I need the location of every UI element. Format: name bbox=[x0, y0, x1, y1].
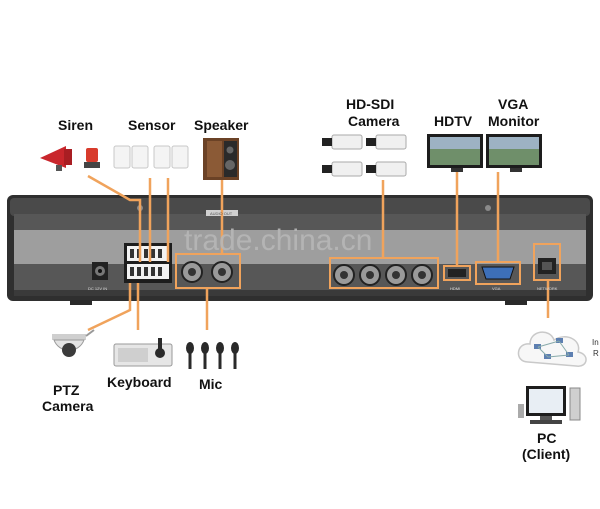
sensor-label: Sensor bbox=[128, 117, 176, 133]
vga-label: VGA bbox=[492, 286, 501, 291]
terminal-block bbox=[124, 243, 172, 283]
ptz-camera-icon bbox=[52, 329, 95, 357]
siren-icon bbox=[40, 146, 72, 171]
pc-label-line1: PC bbox=[537, 430, 557, 446]
hdsdi-camera-icon bbox=[322, 134, 407, 177]
mic-label: Mic bbox=[199, 376, 223, 392]
internet-label-partial-1: In bbox=[592, 338, 599, 347]
speaker-label: Speaker bbox=[194, 117, 249, 133]
vga-monitor-label-line2: Monitor bbox=[488, 113, 540, 129]
hdsdi-camera-label-line1: HD-SDI bbox=[346, 96, 395, 112]
hdsdi-camera-label-line2: Camera bbox=[348, 113, 400, 129]
pc-label-line2: (Client) bbox=[522, 446, 571, 462]
vga-monitor-icon bbox=[486, 134, 542, 172]
watermark: trade.china.cn bbox=[184, 224, 373, 257]
internet-cloud-icon bbox=[517, 331, 587, 367]
ptz-keyboard-icon bbox=[113, 338, 173, 367]
pc-client-icon bbox=[518, 386, 581, 424]
mic-icon bbox=[186, 342, 239, 369]
vga-monitor-label-line1: VGA bbox=[498, 96, 529, 112]
hdtv-label: HDTV bbox=[434, 113, 473, 129]
speaker-icon bbox=[203, 138, 239, 180]
dc-power-port bbox=[92, 262, 108, 280]
audio-out-label: AUDIO OUT bbox=[210, 211, 233, 216]
sensor-icon bbox=[113, 145, 189, 169]
alarm-light-icon bbox=[84, 148, 100, 168]
dc-label: DC 12V IN bbox=[88, 286, 108, 291]
ptz-camera-label-line2: Camera bbox=[42, 398, 94, 414]
ptz-camera-label-line1: PTZ bbox=[53, 382, 80, 398]
video-input-ports bbox=[329, 257, 439, 289]
internet-label-partial-2: R bbox=[593, 349, 599, 358]
connector-lines bbox=[87, 172, 550, 332]
keyboard-label: Keyboard bbox=[107, 374, 172, 390]
hdtv-icon bbox=[427, 134, 483, 172]
siren-label: Siren bbox=[58, 117, 94, 133]
network-label: NETWORK bbox=[537, 286, 558, 291]
hdmi-label: HDMI bbox=[450, 286, 461, 291]
